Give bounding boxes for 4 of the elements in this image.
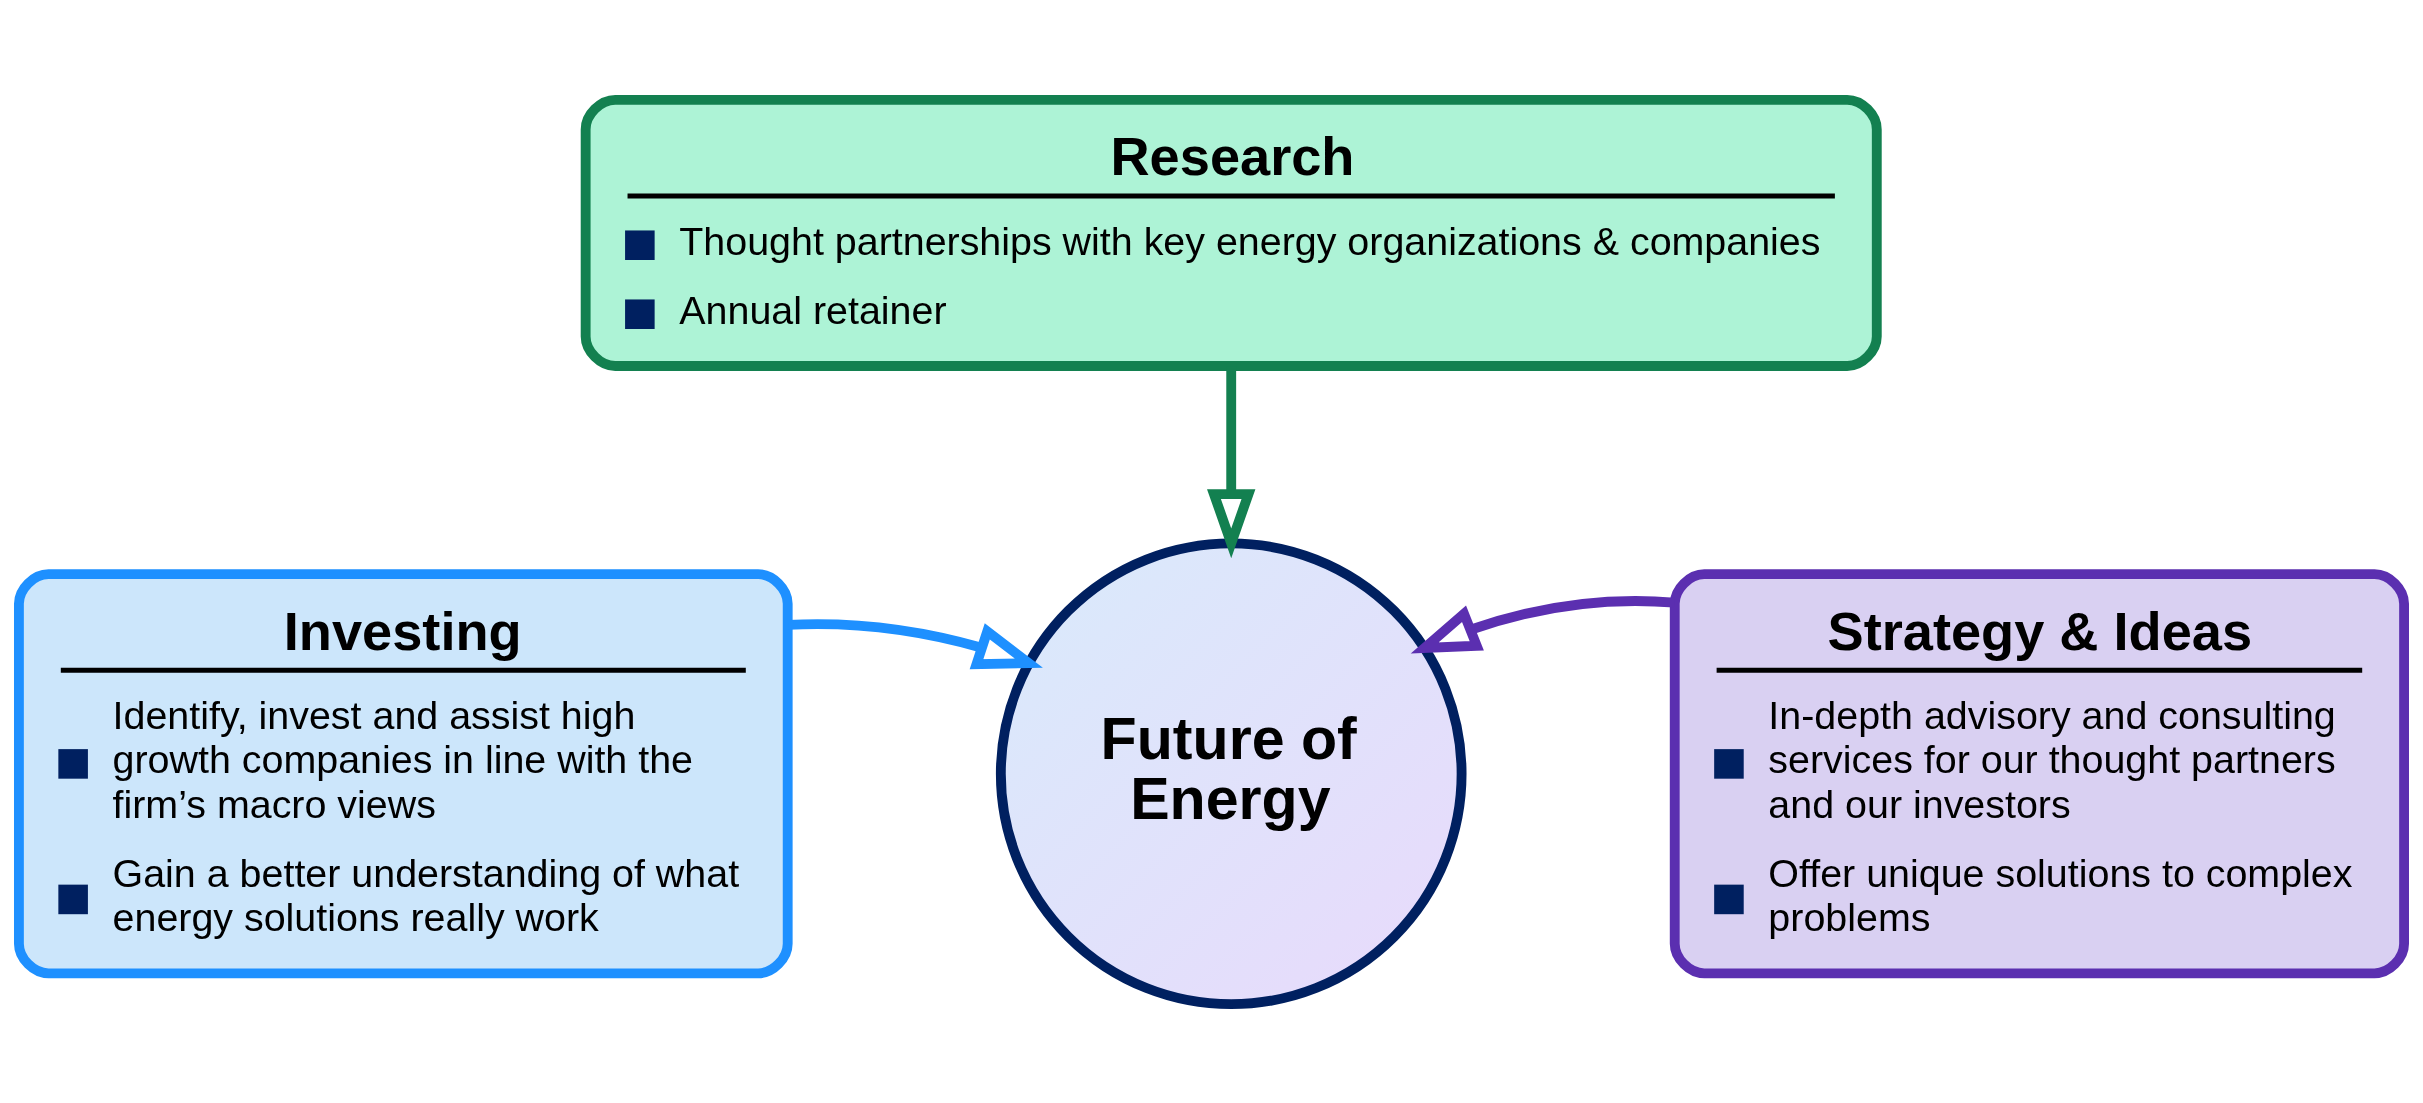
node-box: Research Thought partnerships with key energy organizations & companies Annual retainer (580, 94, 1882, 371)
node-box: Strategy & Ideas In-depth advisory and consulting services for our thought partners and our investors Offer unique solutions to complex problems (1669, 568, 2409, 978)
node-circle: Future of Energy (995, 537, 1467, 1009)
node-box: Investing Identify, invest and assist high growth companies in line with the firm’s macro views Gain a better understanding of what energy solutions really work (14, 568, 793, 978)
